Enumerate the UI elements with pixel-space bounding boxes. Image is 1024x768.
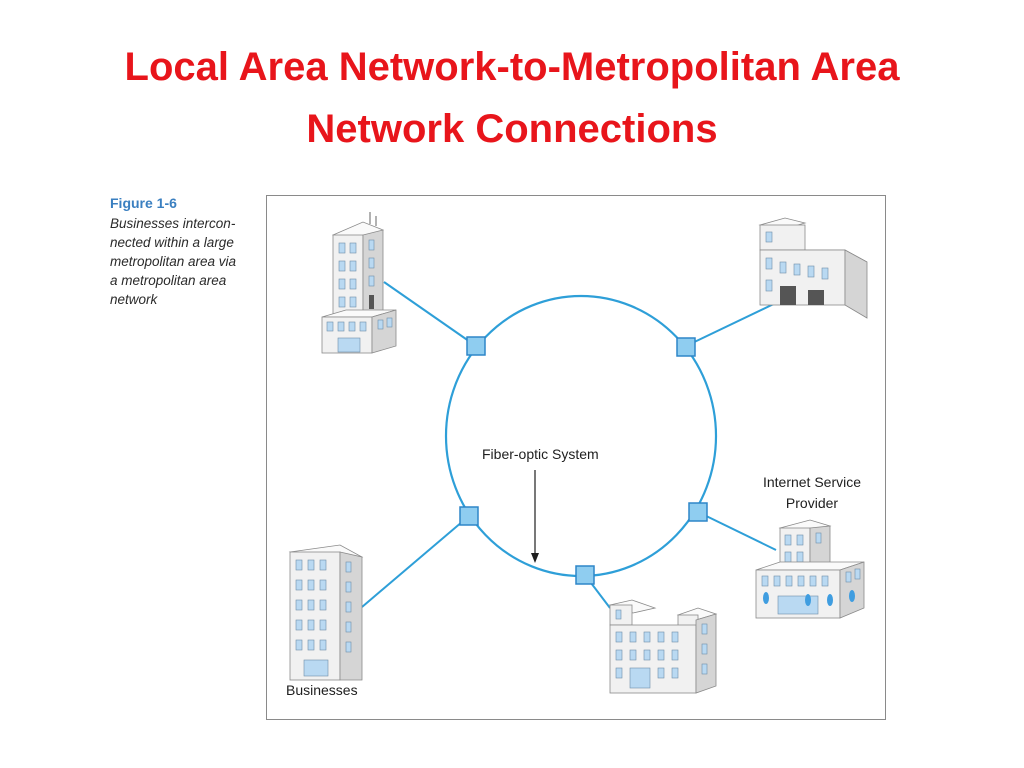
slide-title-line-1: Local Area Network-to-Metropolitan Area (124, 45, 900, 89)
businesses-label: Businesses (286, 682, 358, 698)
isp-label-line-1: Internet Service (762, 474, 862, 490)
caption-line: network (110, 292, 158, 307)
fiber-optic-label: Fiber-optic System (482, 446, 599, 462)
isp-label: Internet Service Provider (760, 472, 864, 514)
ring-node (688, 502, 708, 522)
caption-line: metropolitan area via (110, 254, 237, 269)
link-bottom-right (697, 511, 777, 551)
building-bottom-left (288, 544, 364, 681)
ring-node (459, 506, 479, 526)
connection-lines (361, 281, 783, 609)
slide-title-line-2: Network Connections (306, 107, 718, 151)
caption-line: a metropolitan area (110, 273, 227, 288)
ring-node (575, 565, 595, 585)
building-top-right (758, 217, 868, 319)
building-isp (755, 519, 865, 619)
building-top-left-tower (321, 212, 397, 354)
figure-caption: Figure 1-6 Businesses intercon- nected w… (110, 195, 270, 309)
caption-line: nected within a large (110, 235, 234, 250)
link-top-left (383, 281, 477, 347)
ring-pointer-arrowhead (531, 553, 539, 563)
building-bottom-center (608, 599, 718, 694)
ring-node (676, 337, 696, 357)
link-top-right (685, 299, 783, 347)
ring-nodes (459, 336, 708, 585)
link-bottom-left (361, 515, 470, 608)
ring-node (466, 336, 486, 356)
fiber-optic-ring (444, 294, 718, 578)
caption-line: Businesses intercon- (110, 216, 236, 231)
isp-label-line-2: Provider (785, 495, 839, 511)
slide-title: Local Area Network-to-Metropolitan Area … (0, 36, 1024, 160)
figure-label: Figure 1-6 (110, 195, 177, 211)
figure-caption-text: Businesses intercon- nected within a lar… (110, 214, 270, 309)
